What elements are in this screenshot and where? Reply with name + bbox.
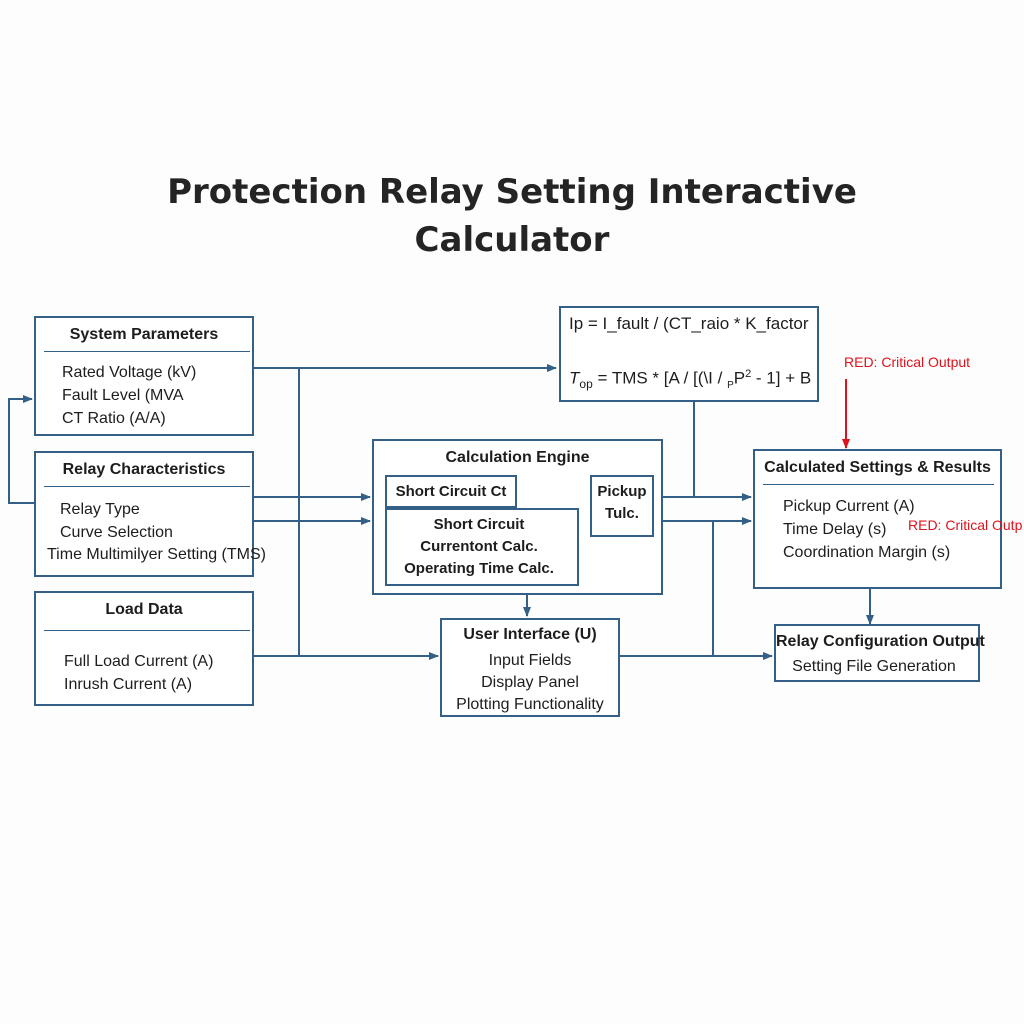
system-parameters-title: System Parameters	[69, 326, 219, 343]
relay-characteristics-title: Relay Characteristics	[62, 461, 226, 478]
pickup-current-result: Pickup Current (A)	[783, 498, 915, 515]
system-parameters-box: System Parameters Rated Voltage (kV) Fau…	[34, 316, 254, 436]
short-circuit-calc-line-1: Short Circuit	[433, 516, 525, 533]
diagram-title-line-1: Protection Relay Setting Interactive	[167, 172, 857, 212]
formula-box: Ip = I_fault / (CT_raio * K_factor Top =…	[559, 306, 819, 402]
feedback-loop-line	[8, 395, 34, 504]
curve-selection-label: Curve Selection	[60, 524, 173, 541]
inrush-current-label: Inrush Current (A)	[64, 676, 193, 693]
formula-exponent: 2	[745, 368, 752, 380]
short-circuit-ct-box: Short Circuit Ct	[385, 475, 517, 508]
operating-time-calc-line-3: Operating Time Calc.	[404, 560, 554, 577]
formula-main: = TMS * [A / [(\I /	[592, 368, 728, 388]
full-load-current-label: Full Load Current (A)	[64, 653, 214, 670]
calculation-engine-box: Calculation Engine Short Circuit Ct Pick…	[372, 439, 663, 595]
formula-t-subscript: op	[579, 377, 593, 392]
rated-voltage-label: Rated Voltage (kV)	[62, 364, 197, 381]
relay-output-box: Relay Configuration Output Setting File …	[774, 624, 985, 682]
ct-ratio-label: CT Ratio (A/A)	[62, 410, 166, 427]
short-circuit-calc-box: Short Circuit Currentont Calc. Operating…	[385, 508, 579, 586]
calculation-engine-title: Calculation Engine	[445, 449, 590, 466]
fault-level-label: Fault Level (MVA	[62, 387, 184, 404]
time-delay-result: Time Delay (s)	[783, 521, 887, 538]
input-fields-item: Input Fields	[488, 652, 572, 669]
results-title: Calculated Settings & Results	[764, 459, 991, 476]
user-interface-title: User Interface (U)	[463, 626, 597, 643]
display-panel-item: Display Panel	[481, 674, 579, 691]
results-box: Calculated Settings & Results Pickup Cur…	[753, 449, 1002, 589]
pickup-calc-label-1: Pickup	[597, 483, 647, 500]
diagram-title-line-2: Calculator	[414, 220, 610, 260]
coordination-margin-result: Coordination Margin (s)	[783, 544, 951, 561]
load-data-title: Load Data	[105, 601, 183, 618]
diagram-title: Protection Relay Setting Interactive Cal…	[0, 168, 1024, 264]
operating-time-formula: Top = TMS * [A / [(\I / PP2 - 1] + B	[569, 368, 811, 391]
pickup-current-formula: Ip = I_fault / (CT_raio * K_factor	[569, 314, 809, 333]
relay-output-title: Relay Configuration Output	[776, 633, 985, 650]
load-data-box: Load Data Full Load Current (A) Inrush C…	[34, 591, 254, 706]
relay-characteristics-box: Relay Characteristics Relay Type Curve S…	[34, 451, 266, 577]
current-calc-line-2: Currentont Calc.	[420, 538, 538, 555]
system-parameters-divider	[44, 351, 250, 352]
critical-output-inline-note: RED: Critical Outp	[908, 517, 1022, 533]
user-interface-box: User Interface (U) Input Fields Display …	[440, 618, 620, 717]
pickup-calc-box: Pickup Tulc.	[590, 475, 654, 537]
pickup-calc-label-2: Tulc.	[605, 505, 639, 522]
load-data-divider	[44, 630, 250, 631]
formula-t: T	[569, 368, 580, 388]
relay-type-label: Relay Type	[60, 501, 140, 518]
results-divider	[763, 484, 994, 485]
relay-characteristics-divider	[44, 486, 250, 487]
formula-rest: - 1] + B	[751, 368, 812, 388]
formula-p: P	[733, 368, 746, 388]
tms-label: Time Multimilyer Setting (TMS)	[47, 546, 266, 563]
formula-p-subscript: P	[727, 380, 734, 392]
critical-output-note: RED: Critical Output	[844, 354, 971, 370]
short-circuit-ct-label: Short Circuit Ct	[395, 483, 507, 500]
plotting-functionality-item: Plotting Functionality	[456, 696, 604, 713]
setting-file-generation-item: Setting File Generation	[792, 658, 956, 675]
